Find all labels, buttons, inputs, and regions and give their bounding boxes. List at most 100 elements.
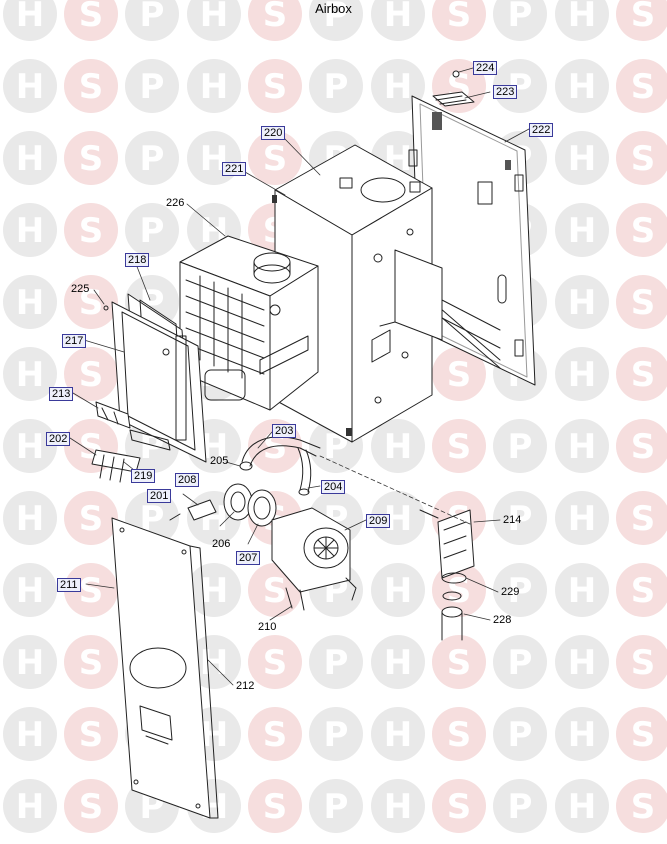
watermark-letter: H [16,67,44,107]
watermark-circle [493,0,547,41]
gas-valve-214 [419,509,475,641]
watermark-letter: S [631,139,656,179]
watermark-letter: H [384,67,412,107]
callout-218: 218 [125,253,150,267]
watermark-letter: H [16,715,44,755]
watermark-letter: S [447,715,472,755]
callout-226: 226 [166,197,185,209]
watermark-circle [555,419,609,473]
sensor-208 [169,499,217,521]
watermark-letter: H [568,715,596,755]
watermark-letter: H [384,427,412,467]
callout-217: 217 [62,334,87,348]
watermark-letter: S [631,211,656,251]
watermark-circle [555,563,609,617]
watermark-letter: H [568,787,596,827]
callout-213: 213 [49,387,74,401]
watermark-letter: S [263,643,288,683]
watermark-circle [493,707,547,761]
watermark-letter: H [200,571,228,611]
watermark-circle [371,707,425,761]
watermark-circle [3,275,57,329]
callout-203: 203 [272,424,297,438]
watermark-circle [64,779,118,833]
watermark-circle [3,635,57,689]
watermark-letter: S [79,67,104,107]
watermark-circle [371,779,425,833]
watermark-circle [248,707,302,761]
watermark-letter: P [508,427,533,467]
watermark-letter: H [568,571,596,611]
watermark-letter: S [263,67,288,107]
watermark-letter: H [200,67,228,107]
watermark-circle [432,779,486,833]
callout-209: 209 [366,514,391,528]
watermark-letter: H [16,283,44,323]
callout-206: 206 [212,538,231,550]
watermark-circle [248,0,302,41]
watermark-circle [125,131,179,185]
watermark-circle [616,0,667,41]
watermark-circle [616,779,667,833]
watermark-letter: H [16,355,44,395]
watermark-letter: H [16,571,44,611]
watermark-letter: H [16,0,44,35]
watermark-letter: P [508,715,533,755]
watermark-letter: S [631,787,656,827]
callout-202: 202 [46,432,71,446]
front-panel-217 [103,301,207,463]
watermark-letter: S [263,0,288,35]
front-cover-211 [111,517,219,819]
watermark-letter: S [447,643,472,683]
watermark-circle [555,347,609,401]
electrode-assembly [91,401,171,483]
watermark-circle [493,779,547,833]
watermark-letter: S [79,571,104,611]
watermark-letter: P [324,0,349,35]
watermark-letter: S [631,0,656,35]
callout-211: 211 [57,578,81,592]
watermark-letter: S [447,0,472,35]
watermark-circle [616,347,667,401]
watermark-circle [493,491,547,545]
watermark-letter: S [631,499,656,539]
watermark-circle [555,131,609,185]
callout-221: 221 [222,162,247,176]
watermark-letter: H [384,643,412,683]
watermark-letter: H [568,0,596,35]
watermark-letter: H [568,139,596,179]
watermark-letter: P [508,499,533,539]
watermark-circle [3,419,57,473]
watermark-circle [3,779,57,833]
watermark-circle [432,0,486,41]
watermark-circle [64,59,118,113]
watermark-letter: P [140,139,165,179]
watermark-circle [125,59,179,113]
watermark-circle [555,635,609,689]
watermark-circle [616,707,667,761]
watermark-letter: H [568,355,596,395]
watermark-circle [555,779,609,833]
watermark-letter: S [79,499,104,539]
watermark-circle [187,563,241,617]
watermark-circle [616,59,667,113]
watermark-circle [64,491,118,545]
watermark-letter: P [508,643,533,683]
watermark-letter: S [631,643,656,683]
watermark-circle [3,491,57,545]
venturi-206-207 [223,483,277,527]
callout-223: 223 [493,85,518,99]
watermark-letter: P [140,67,165,107]
watermark-letter: P [140,0,165,35]
watermark-circle [64,0,118,41]
air-pipe-203 [239,436,321,496]
watermark-circle [64,563,118,617]
watermark-circle [248,59,302,113]
watermark-letter: P [324,787,349,827]
watermark-letter: P [324,715,349,755]
watermark-letter: S [447,787,472,827]
callout-229: 229 [501,586,520,598]
watermark-circle [493,59,547,113]
watermark-circle [555,0,609,41]
watermark-circle [3,131,57,185]
